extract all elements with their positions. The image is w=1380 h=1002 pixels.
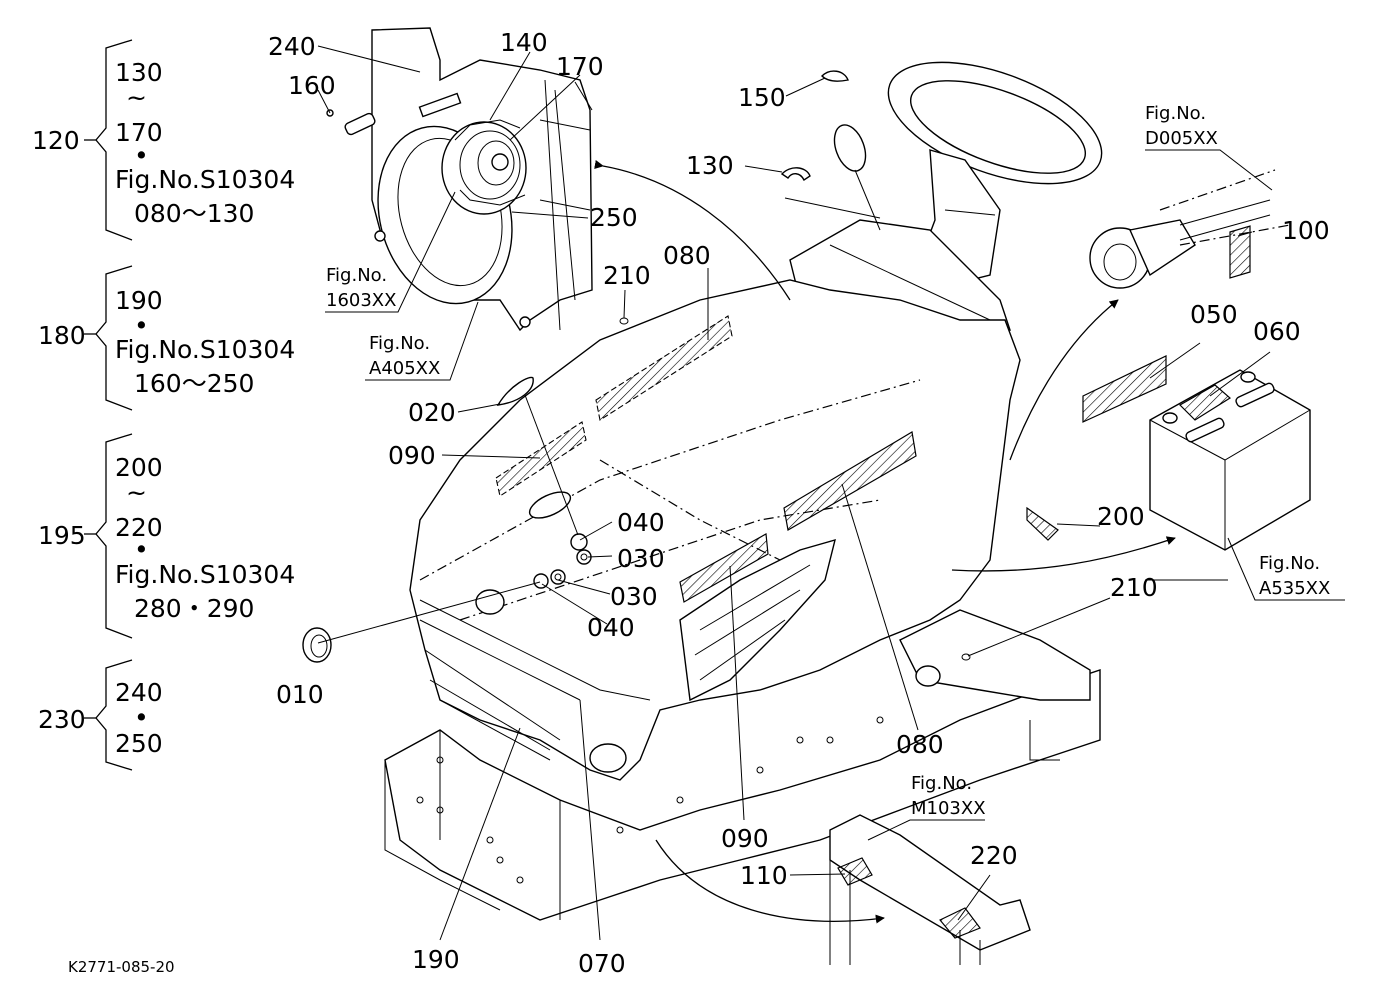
part-label-190: 190 <box>412 945 460 974</box>
svg-text:Fig.No.: Fig.No. <box>1145 103 1206 124</box>
group-id: 180 <box>38 321 86 350</box>
decal-200 <box>1026 506 1059 541</box>
part-label-090: 090 <box>721 824 769 853</box>
svg-text:•: • <box>134 311 149 340</box>
fan-shroud-drawing <box>326 27 593 332</box>
decal-080-side <box>783 431 917 531</box>
group-id: 230 <box>38 705 86 734</box>
decal-080-top <box>595 315 733 421</box>
clip-210-right <box>961 653 971 661</box>
part-label-220: 220 <box>970 841 1018 870</box>
svg-text:•: • <box>134 141 149 170</box>
fig-ref-M103XX: Fig.No. M103XX <box>911 773 986 819</box>
svg-text:M103XX: M103XX <box>911 798 986 819</box>
part-label-090: 090 <box>388 441 436 470</box>
nut-030-lower <box>550 569 566 585</box>
decal-100 <box>1229 225 1251 279</box>
decals <box>302 70 1251 663</box>
svg-text:~: ~ <box>126 83 147 112</box>
part-label-030: 030 <box>617 544 665 573</box>
svg-text:Fig.No.: Fig.No. <box>326 265 387 286</box>
part-label-020: 020 <box>408 398 456 427</box>
hood-drawing <box>409 279 1021 781</box>
part-label-150: 150 <box>738 83 786 112</box>
part-130 <box>780 167 811 182</box>
svg-text:130: 130 <box>115 58 163 87</box>
battery-drawing <box>1149 369 1311 551</box>
part-label-080: 080 <box>663 241 711 270</box>
part-label-170: 170 <box>556 52 604 81</box>
group-180: 180 190 • Fig.No.S10304 160～250 <box>38 286 295 398</box>
svg-text:Fig.No.: Fig.No. <box>1259 553 1320 574</box>
part-label-210: 210 <box>603 261 651 290</box>
group-brackets <box>84 39 133 771</box>
part-label-210: 210 <box>1110 573 1158 602</box>
part-label-240: 240 <box>268 32 316 61</box>
fig-ref-D005XX: Fig.No. D005XX <box>1145 103 1218 149</box>
washer-040-lower <box>533 573 549 589</box>
part-label-070: 070 <box>578 949 626 978</box>
svg-text:190: 190 <box>115 286 163 315</box>
part-label-040: 040 <box>617 508 665 537</box>
svg-text:D005XX: D005XX <box>1145 128 1218 149</box>
part-label-160: 160 <box>288 71 336 100</box>
svg-text:Fig.No.S10304: Fig.No.S10304 <box>115 560 295 589</box>
decal-050 <box>1082 355 1167 423</box>
svg-text:220: 220 <box>115 513 163 542</box>
svg-text:~: ~ <box>126 478 147 507</box>
clip-210-top <box>619 317 629 325</box>
part-label-060: 060 <box>1253 317 1301 346</box>
svg-text:Fig.No.: Fig.No. <box>369 333 430 354</box>
fig-ref-A535XX: Fig.No. A535XX <box>1259 553 1330 599</box>
svg-text:080～130: 080～130 <box>134 199 254 228</box>
svg-text:A405XX: A405XX <box>369 358 440 379</box>
group-id: 120 <box>32 126 80 155</box>
svg-text:•: • <box>134 535 149 564</box>
part-label-140: 140 <box>500 28 548 57</box>
svg-text:Fig.No.: Fig.No. <box>911 773 972 794</box>
diagram-code: K2771-085-20 <box>68 958 175 976</box>
decal-090-left <box>495 421 587 497</box>
svg-text:200: 200 <box>115 453 163 482</box>
svg-text:280・290: 280・290 <box>134 594 254 623</box>
svg-text:A535XX: A535XX <box>1259 578 1330 599</box>
fig-refs: Fig.No. 1603XX Fig.No. A405XX Fig.No. D0… <box>326 103 1330 819</box>
connector-drawing <box>1089 169 1291 289</box>
group-id: 195 <box>38 521 86 550</box>
frame-drawing <box>384 609 1101 921</box>
svg-text:1603XX: 1603XX <box>326 290 396 311</box>
part-labels: 010 020 030 030 040 040 050 060 070 080 … <box>268 28 1330 978</box>
svg-text:Fig.No.S10304: Fig.No.S10304 <box>115 165 295 194</box>
decal-090-front <box>679 533 769 603</box>
svg-text:240: 240 <box>115 678 163 707</box>
leader-lines <box>317 45 1345 941</box>
group-230: 230 240 • 250 <box>38 678 163 758</box>
bracket-drawing <box>829 814 1031 965</box>
svg-text:250: 250 <box>115 729 163 758</box>
reference-arrows <box>594 160 1176 924</box>
part-150 <box>821 70 849 82</box>
svg-text:160～250: 160～250 <box>134 369 254 398</box>
part-label-010: 010 <box>276 680 324 709</box>
washer-040-upper <box>570 533 588 551</box>
part-label-080: 080 <box>896 730 944 759</box>
svg-text:Fig.No.S10304: Fig.No.S10304 <box>115 335 295 364</box>
part-label-130: 130 <box>686 151 734 180</box>
part-label-030: 030 <box>610 582 658 611</box>
part-label-110: 110 <box>740 861 788 890</box>
group-120: 120 130 ~ 170 • Fig.No.S10304 080～130 <box>32 58 295 228</box>
svg-text:•: • <box>134 703 149 732</box>
fig-ref-A405XX: Fig.No. A405XX <box>369 333 440 379</box>
emblem-020 <box>496 376 534 406</box>
svg-text:170: 170 <box>115 118 163 147</box>
part-label-040: 040 <box>587 613 635 642</box>
part-label-050: 050 <box>1190 300 1238 329</box>
part-label-100: 100 <box>1282 216 1330 245</box>
part-label-200: 200 <box>1097 502 1145 531</box>
emblem-010 <box>302 627 332 663</box>
group-195: 195 200 ~ 220 • Fig.No.S10304 280・290 <box>38 453 295 623</box>
part-label-250: 250 <box>590 203 638 232</box>
fig-ref-1603XX: Fig.No. 1603XX <box>326 265 396 311</box>
